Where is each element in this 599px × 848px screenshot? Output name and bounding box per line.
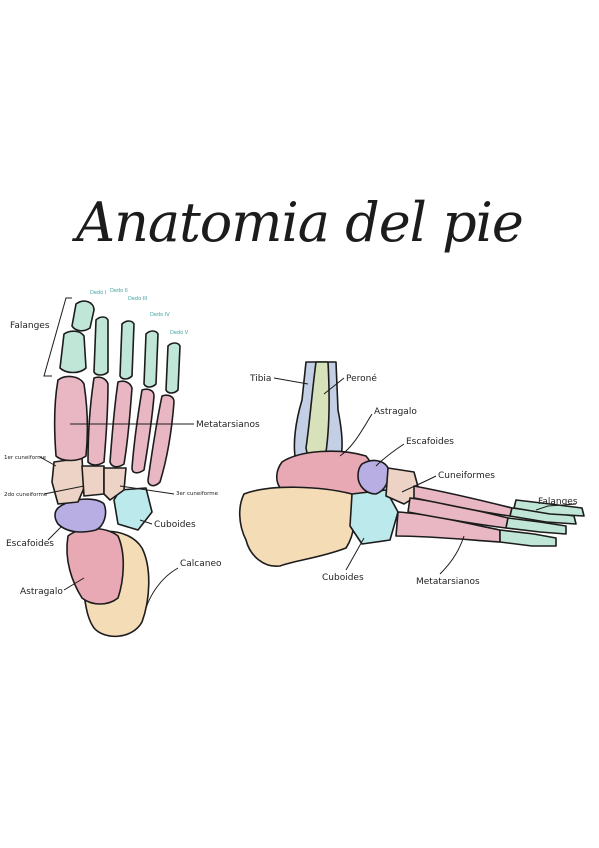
dorsal-falange-1-distal [71, 300, 95, 332]
leader-cuboides-dorsal [139, 519, 153, 525]
label-dorsal-metatarsianos: Metatarsianos [196, 420, 260, 430]
label-cuneiforme-3: 3er cuneiforme [176, 491, 219, 497]
digit-label-2: Dedo II [110, 288, 128, 294]
label-lateral-perone: Peroné [346, 373, 377, 384]
leader-astragalo-dorsal [63, 577, 85, 591]
label-dorsal-cuboides: Cuboides [154, 520, 196, 530]
label-lateral-escafoides: Escafoides [406, 437, 454, 447]
dorsal-metatarsiano-2 [87, 376, 109, 466]
leader-cuboides-lateral [345, 537, 365, 571]
label-lateral-cuboides: Cuboides [322, 573, 364, 583]
dorsal-metatarsiano-4 [131, 388, 155, 474]
digit-label-4: Dedo IV [150, 312, 170, 318]
digit-label-1: Dedo I [90, 290, 106, 296]
lateral-falanges-b [505, 517, 567, 535]
label-lateral-astragalo: Astragalo [374, 407, 417, 417]
label-dorsal-astragalo: Astragalo [20, 587, 63, 597]
dorsal-falange-4 [143, 330, 159, 388]
label-lateral-falanges: Falanges [538, 497, 578, 507]
leader-cuneiforme-1 [39, 456, 57, 467]
leader-cuneiformes-lateral [401, 475, 437, 493]
dorsal-falange-2 [93, 316, 109, 376]
dorsal-falange-5 [165, 342, 181, 394]
leader-escafoides-dorsal [47, 525, 63, 541]
leader-tibia [273, 377, 309, 385]
dorsal-cuneiforme-3 [103, 467, 127, 501]
label-dorsal-falanges: Falanges [10, 321, 50, 331]
lateral-falanges-a [499, 529, 557, 547]
leader-metatarsianos-lateral [439, 535, 465, 575]
dorsal-cuboides [113, 487, 153, 531]
page-title: Anatomia del pie [76, 191, 524, 254]
dorsal-falange-1-proximal [59, 330, 87, 374]
leader-perone [323, 377, 345, 395]
dorsal-astragalo [66, 527, 125, 605]
leader-cuneiforme-3 [119, 485, 175, 495]
digit-label-3: Dedo III [128, 296, 147, 302]
leader-astragalo-lateral [339, 413, 373, 457]
label-lateral-tibia: Tibia [249, 374, 271, 384]
label-cuneiforme-1: 1er cuneiforme [4, 455, 47, 461]
falanges-bracket [43, 297, 72, 377]
lateral-calcaneo [238, 486, 356, 567]
leader-calcaneo [145, 567, 179, 609]
label-lateral-metatarsianos: Metatarsianos [416, 577, 480, 587]
label-dorsal-calcaneo: Calcaneo [180, 559, 222, 569]
lateral-falanges-d [513, 499, 585, 517]
dorsal-cuneiforme-1 [51, 457, 85, 505]
leader-cuneiforme-2 [43, 485, 85, 495]
lateral-foot-view: Tibia Peroné Astragalo Escafoides Cuneif… [238, 361, 585, 587]
digit-label-5: Dedo V [170, 330, 189, 336]
dorsal-foot-view: Dedo I Dedo II Dedo III Dedo IV Dedo V F… [4, 288, 260, 638]
dorsal-metatarsiano-1 [53, 375, 89, 462]
label-cuneiforme-2: 2do cuneiforme [4, 492, 48, 498]
dorsal-escafoides [54, 498, 107, 533]
lateral-escafoides [357, 459, 390, 495]
label-dorsal-escafoides: Escafoides [6, 539, 54, 549]
dorsal-metatarsiano-5 [147, 394, 175, 487]
dorsal-falange-3 [119, 320, 135, 380]
label-lateral-cuneiformes: Cuneiformes [438, 471, 495, 481]
leader-escafoides-lateral [375, 443, 405, 467]
leader-falanges-lateral [535, 503, 577, 511]
dorsal-cuneiforme-2 [81, 465, 105, 497]
